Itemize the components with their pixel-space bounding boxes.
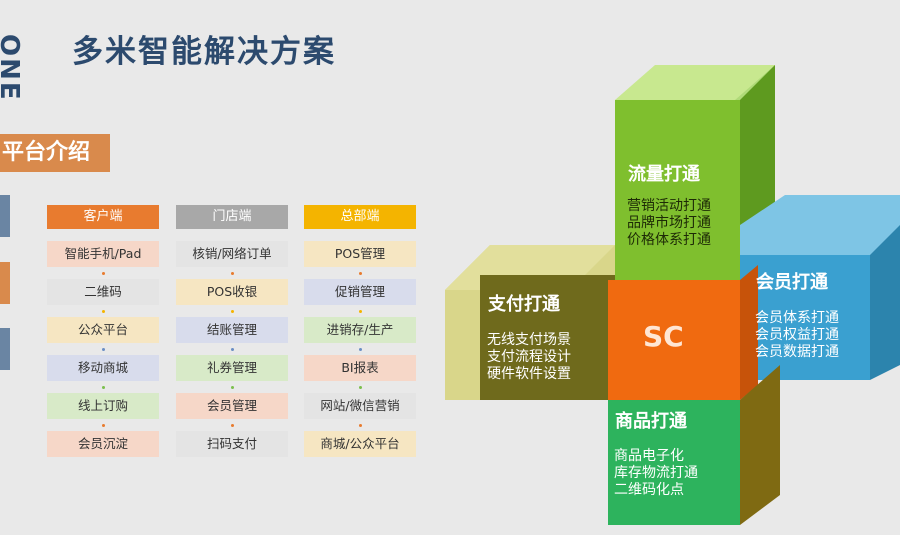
connector-dot: [359, 386, 362, 389]
top-block-title: 流量打通: [628, 164, 700, 185]
left-line-1: 无线支付场景: [487, 332, 571, 348]
column-1-item: 智能手机/Pad: [47, 241, 159, 267]
connector-dot: [102, 386, 105, 389]
connector-dot: [359, 348, 362, 351]
column-1-item: 移动商城: [47, 355, 159, 381]
connector-dot: [359, 424, 362, 427]
right-block-side: [870, 225, 900, 380]
connector-dot: [231, 348, 234, 351]
column-1-item: 线上订购: [47, 393, 159, 419]
column-3-item: 进销存/生产: [304, 317, 416, 343]
column-2-item: 会员管理: [176, 393, 288, 419]
column-3-item: 网站/微信营销: [304, 393, 416, 419]
bottom-line-1: 商品电子化: [614, 448, 684, 464]
left-line-2: 支付流程设计: [487, 349, 571, 365]
left-line-3: 硬件软件设置: [487, 366, 571, 382]
connector-dot: [359, 272, 362, 275]
section-title: 平台介绍: [0, 134, 110, 172]
sidebar-accent-1: [0, 195, 10, 237]
sidebar-accent-2: [0, 262, 10, 304]
connector-dot: [231, 386, 234, 389]
bottom-block-title: 商品打通: [615, 411, 687, 432]
bottom-block-front: [608, 400, 740, 525]
column-header-2: 门店端: [176, 205, 288, 229]
left-block-title: 支付打通: [488, 294, 560, 315]
connector-dot: [231, 424, 234, 427]
sidebar-accent-3: [0, 328, 10, 370]
top-line-3: 价格体系打通: [627, 232, 711, 248]
bottom-block-lines: 商品电子化 库存物流打通 二维码化点: [614, 448, 698, 499]
column-3-item: 商城/公众平台: [304, 431, 416, 457]
side-label: ONE: [0, 34, 24, 102]
top-line-1: 营销活动打通: [627, 198, 711, 214]
page-title: 多米智能解决方案: [72, 34, 336, 70]
connector-dot: [102, 348, 105, 351]
column-3-item: 促销管理: [304, 279, 416, 305]
left-block-front: [480, 275, 615, 400]
column-1-item: 公众平台: [47, 317, 159, 343]
bottom-line-3: 二维码化点: [614, 482, 684, 498]
column-1-item: 会员沉淀: [47, 431, 159, 457]
column-2-item: 扫码支付: [176, 431, 288, 457]
column-1-item: 二维码: [47, 279, 159, 305]
connector-dot: [231, 310, 234, 313]
center-label: SC: [643, 320, 684, 353]
right-line-2: 会员权益打通: [755, 327, 839, 343]
right-block-front: [740, 255, 870, 380]
top-block-lines: 营销活动打通 品牌市场打通 价格体系打通: [627, 198, 711, 249]
connector-dot: [231, 272, 234, 275]
top-block-top: [615, 65, 775, 100]
left-block-lines: 无线支付场景 支付流程设计 硬件软件设置: [487, 332, 571, 383]
right-block-title: 会员打通: [756, 272, 828, 293]
column-header-1: 客户端: [47, 205, 159, 229]
center-block-front: [608, 280, 740, 400]
column-3-item: BI报表: [304, 355, 416, 381]
top-line-2: 品牌市场打通: [627, 215, 711, 231]
column-3-item: POS管理: [304, 241, 416, 267]
connector-dot: [102, 424, 105, 427]
connector-dot: [102, 272, 105, 275]
solution-cube-diagram: [445, 65, 900, 525]
column-2-item: 核销/网络订单: [176, 241, 288, 267]
right-line-1: 会员体系打通: [755, 310, 839, 326]
connector-dot: [102, 310, 105, 313]
column-2-item: 礼券管理: [176, 355, 288, 381]
column-2-item: 结账管理: [176, 317, 288, 343]
right-line-3: 会员数据打通: [755, 344, 839, 360]
connector-dot: [359, 310, 362, 313]
column-header-3: 总部端: [304, 205, 416, 229]
center-block-side: [740, 265, 758, 400]
top-block-front: [615, 100, 740, 290]
right-block-lines: 会员体系打通 会员权益打通 会员数据打通: [755, 310, 839, 361]
column-2-item: POS收银: [176, 279, 288, 305]
bottom-line-2: 库存物流打通: [614, 465, 698, 481]
